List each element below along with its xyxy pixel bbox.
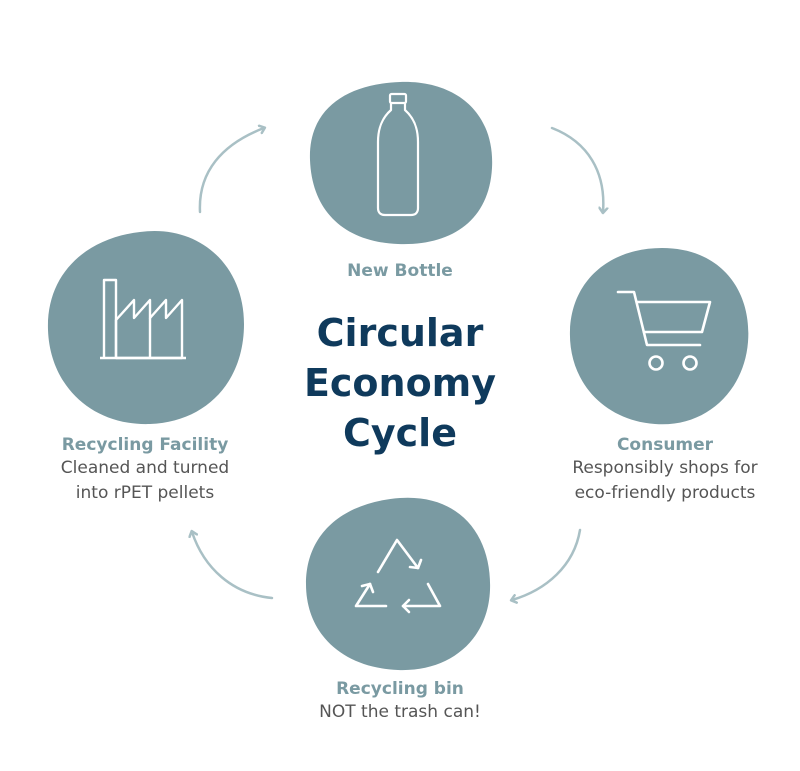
stage-title-recycling-bin: Recycling bin [336, 679, 464, 699]
title-line-1: Circular [316, 311, 484, 355]
label-recycling-bin: Recycling bin NOT the trash can! [275, 678, 525, 725]
stage-desc-recycling-bin-1: NOT the trash can! [319, 702, 481, 722]
label-consumer: Consumer Responsibly shops for eco-frien… [540, 434, 790, 506]
shopping-cart-icon [616, 290, 712, 371]
stage-title-new-bottle: New Bottle [347, 261, 453, 281]
diagram-title: Circular Economy Cycle [270, 308, 530, 458]
blob-new-bottle [309, 81, 493, 245]
stage-title-recycling-facility: Recycling Facility [61, 435, 229, 455]
stage-title-consumer: Consumer [616, 435, 714, 455]
stage-desc-consumer-1: Responsibly shops for [572, 458, 758, 478]
stage-desc-recycling-facility-1: Cleaned and turned [60, 458, 230, 478]
factory-icon [100, 278, 186, 360]
recycle-icon [354, 538, 442, 614]
label-new-bottle: New Bottle [300, 260, 500, 282]
blob-consumer [569, 248, 749, 425]
arrow-bin-to-facility [192, 532, 274, 600]
label-recycling-facility: Recycling Facility Cleaned and turned in… [20, 434, 270, 506]
blob-recycling-facility [47, 230, 244, 425]
bottle-icon [376, 92, 420, 217]
title-line-2: Economy [303, 361, 497, 405]
arrow-bottle-to-consumer [550, 126, 603, 212]
stage-desc-consumer-2: eco-friendly products [574, 483, 756, 503]
arrow-facility-to-bottle [198, 128, 264, 214]
stage-desc-recycling-facility-2: into rPET pellets [75, 483, 215, 503]
blob-recycling-bin [306, 497, 491, 671]
title-line-3: Cycle [343, 411, 457, 455]
arrow-consumer-to-bin [512, 528, 582, 600]
